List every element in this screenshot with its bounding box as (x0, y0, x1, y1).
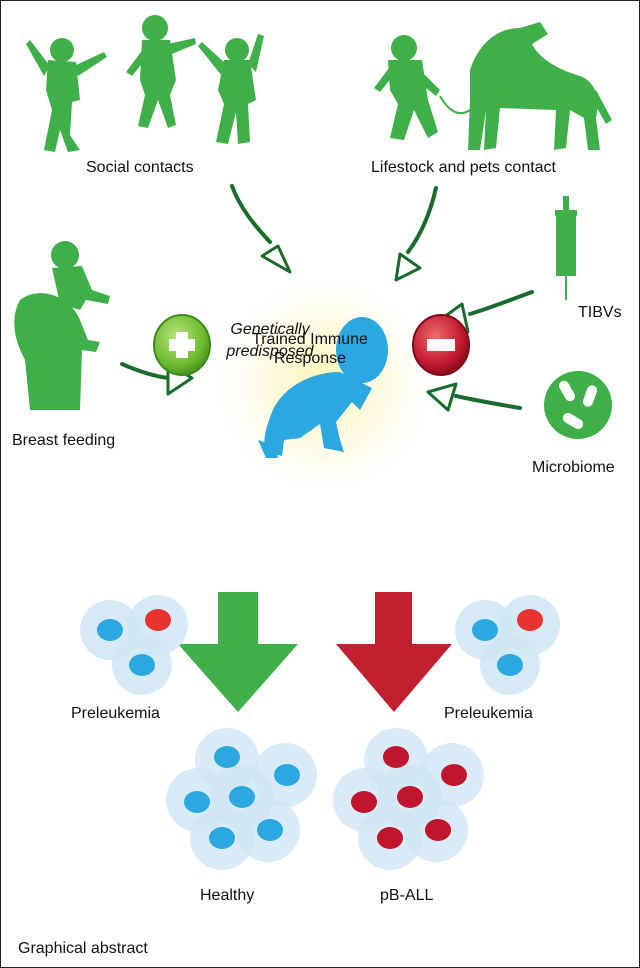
label-livestock-pets: Lifestock and pets contact (371, 159, 556, 176)
label-preleukemia-left: Preleukemia (71, 705, 160, 722)
children-silhouette-icon (26, 15, 264, 152)
label-trained-line2: Response (273, 350, 347, 367)
minus-badge-icon (412, 314, 470, 376)
label-predisposed: predisposed (226, 343, 314, 360)
disease-arrow (336, 592, 452, 712)
baby-silhouette-icon (258, 317, 388, 458)
arrowhead-social (260, 244, 292, 274)
arrow-social (230, 184, 272, 244)
microbiome-icon (544, 371, 612, 439)
arrow-microbiome (454, 394, 522, 410)
plus-badge-icon (153, 314, 211, 376)
label-genetically: Genetically (230, 321, 310, 338)
label-pb-all: pB-ALL (380, 887, 434, 904)
label-trained-line1: Trained Immune (252, 331, 368, 348)
mother-child-icon (14, 241, 110, 410)
pb-all-cells (333, 728, 484, 870)
label-tibvs: TIBVs (578, 304, 622, 321)
label-breast-feeding: Breast feeding (12, 432, 116, 449)
healthy-arrow (178, 592, 298, 712)
arrow-pets (406, 186, 438, 254)
caption: Graphical abstract (18, 940, 148, 957)
label-social-contacts: Social contacts (86, 159, 194, 176)
healthy-cells (166, 728, 317, 870)
arrow-breastfeeding (120, 362, 170, 380)
arrowhead-microbiome (426, 382, 458, 412)
influence-arrows (120, 184, 534, 410)
label-microbiome: Microbiome (532, 459, 615, 476)
arrowhead-pets (394, 252, 422, 282)
preleukemia-cells-right (455, 595, 560, 695)
label-preleukemia-right: Preleukemia (444, 705, 533, 722)
child-with-dog-icon (374, 22, 612, 150)
label-healthy: Healthy (200, 887, 255, 904)
syringe-icon (555, 196, 577, 300)
preleukemia-cells-left (80, 595, 188, 695)
arrow-tibvs (468, 290, 534, 316)
